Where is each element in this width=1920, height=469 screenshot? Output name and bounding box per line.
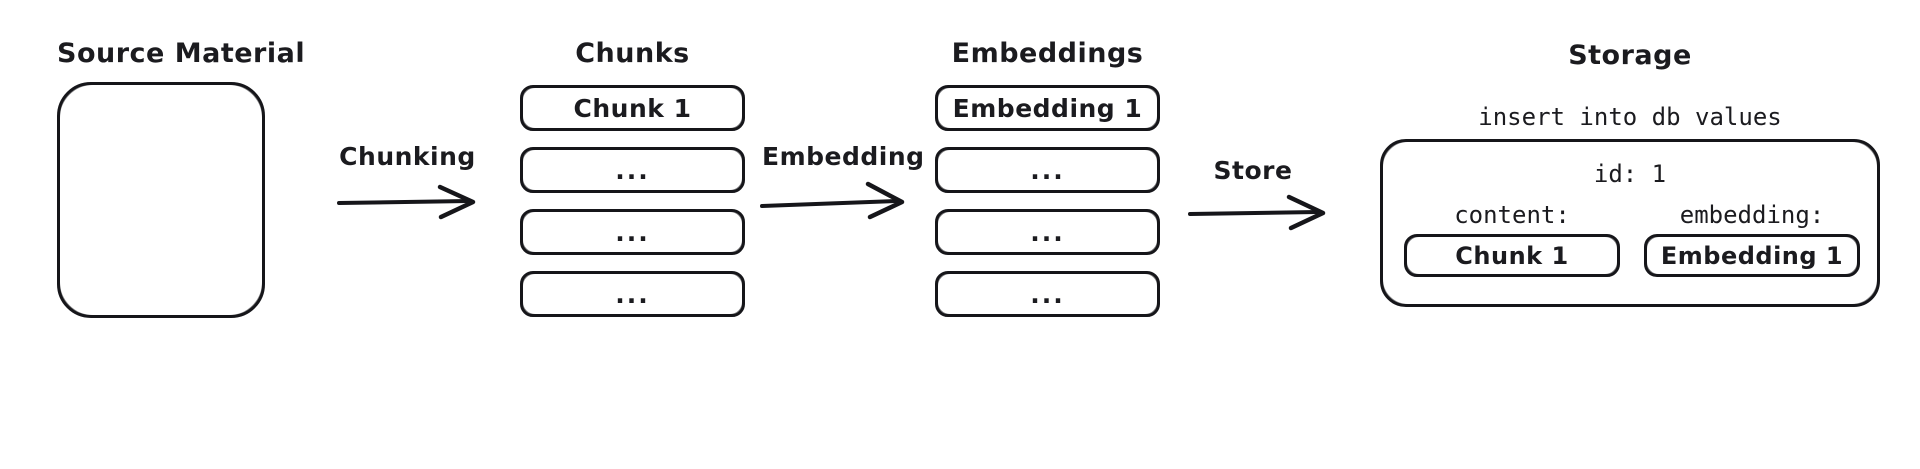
- arrow-embeddings-to-storage: [1188, 192, 1343, 234]
- embedding-item-3[interactable]: ...: [935, 209, 1160, 255]
- storage-record-box[interactable]: [1380, 139, 1880, 307]
- embedding-item-2[interactable]: ...: [935, 147, 1160, 193]
- chunk-item-3-label: ...: [615, 217, 650, 247]
- arrow-source-to-chunks: [337, 182, 487, 222]
- storage-title: Storage: [1568, 40, 1692, 71]
- arrow-chunks-to-embeddings: [760, 178, 920, 220]
- arrow-label-embedding: Embedding: [762, 142, 925, 171]
- storage-record-id: id: 1: [1593, 160, 1667, 188]
- embedding-item-3-label: ...: [1030, 217, 1065, 247]
- embedding-item-4[interactable]: ...: [935, 271, 1160, 317]
- chunk-item-1-label: Chunk 1: [573, 93, 692, 123]
- embedding-item-2-label: ...: [1030, 155, 1065, 185]
- embedding-item-1-label: Embedding 1: [952, 93, 1143, 123]
- arrow-label-store: Store: [1213, 156, 1293, 185]
- embedding-item-1[interactable]: Embedding 1: [935, 85, 1160, 131]
- embeddings-title: Embeddings: [951, 38, 1144, 69]
- chunk-item-2[interactable]: ...: [520, 147, 745, 193]
- chunk-item-4-label: ...: [615, 279, 650, 309]
- source-material-box[interactable]: [57, 82, 265, 318]
- source-material-title: Source Material: [57, 38, 306, 69]
- storage-content-value: Chunk 1: [1455, 241, 1569, 270]
- chunks-title: Chunks: [575, 38, 690, 69]
- chunk-item-1[interactable]: Chunk 1: [520, 85, 745, 131]
- storage-embedding-value: Embedding 1: [1660, 241, 1844, 270]
- chunk-item-3[interactable]: ...: [520, 209, 745, 255]
- arrow-label-chunking: Chunking: [339, 142, 476, 171]
- storage-sql-caption: insert into db values: [1478, 103, 1782, 131]
- storage-content-label: content:: [1454, 201, 1570, 229]
- storage-embedding-label: embedding:: [1679, 201, 1825, 229]
- chunk-item-4[interactable]: ...: [520, 271, 745, 317]
- chunk-item-2-label: ...: [615, 155, 650, 185]
- storage-content-value-box[interactable]: Chunk 1: [1404, 234, 1620, 277]
- embedding-item-4-label: ...: [1030, 279, 1065, 309]
- storage-embedding-value-box[interactable]: Embedding 1: [1644, 234, 1860, 277]
